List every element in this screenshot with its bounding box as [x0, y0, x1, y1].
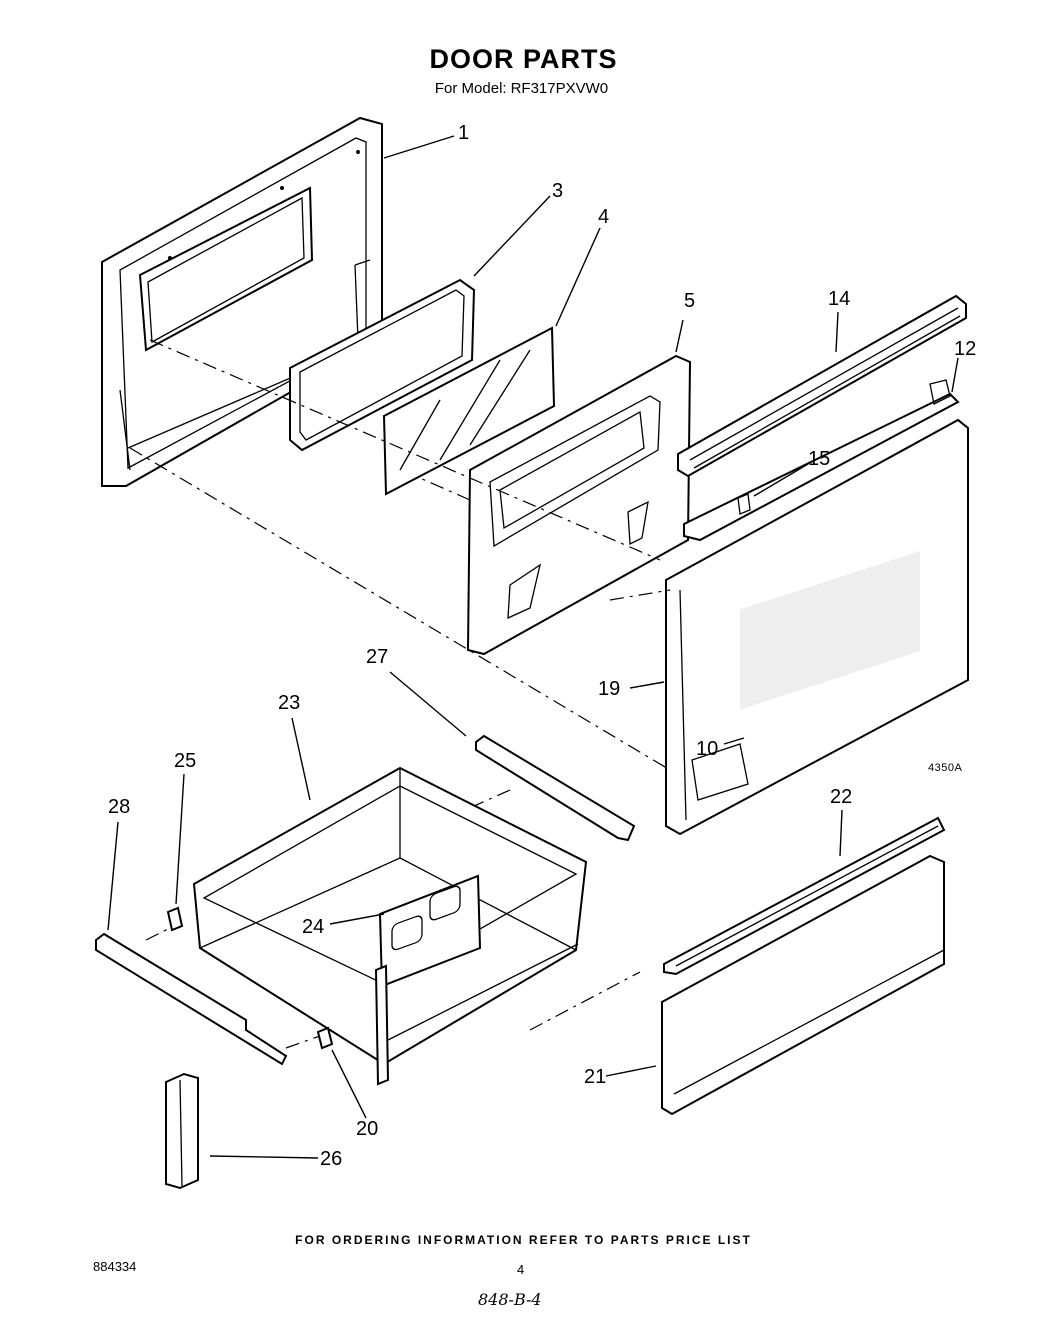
part-26-end-cap — [165, 1072, 199, 1190]
document-number: 884334 — [93, 1259, 137, 1274]
callout-1: 1 — [458, 122, 470, 144]
clips — [166, 906, 334, 1050]
handwritten-note: 848-B-4 — [478, 1290, 542, 1309]
model-number: RF317PXVW0 — [510, 80, 609, 97]
part-21-drawer-front — [661, 854, 945, 1116]
callout-15: 15 — [808, 448, 831, 470]
callout-12: 12 — [954, 338, 977, 360]
callout-23: 23 — [278, 692, 301, 714]
part-1-outer-door-frame — [101, 116, 383, 487]
part-23-drawer-box — [192, 766, 588, 1086]
callout-24: 24 — [302, 916, 325, 938]
callout-5: 5 — [684, 290, 696, 312]
callout-10: 10 — [696, 738, 719, 760]
callout-21: 21 — [584, 1066, 607, 1088]
callout-19: 19 — [598, 678, 621, 700]
callout-3: 3 — [552, 180, 564, 202]
model-label: For Model: — [434, 80, 507, 97]
page-number: 4 — [517, 1262, 525, 1277]
part-22-drawer-trim — [663, 816, 946, 976]
callout-28: 28 — [108, 796, 131, 818]
model-subtitle: For Model:RF317PXVW0 — [0, 80, 1047, 97]
callout-14: 14 — [828, 288, 851, 310]
part-14-trim-strip — [677, 294, 967, 478]
callout-20: 20 — [356, 1118, 379, 1140]
callout-22: 22 — [830, 786, 853, 808]
callout-26: 26 — [320, 1148, 343, 1170]
part-19-outer-door-panel — [665, 418, 969, 836]
part-12-15-bracket — [683, 379, 960, 542]
part-3-door-gasket — [289, 278, 476, 452]
leader-lines — [107, 135, 959, 1159]
diagram-code: 4350A — [928, 762, 963, 774]
callout-4: 4 — [598, 206, 610, 228]
part-28-slide-rail — [95, 932, 288, 1066]
part-5-inner-door-panel — [466, 354, 692, 656]
ordering-note: FOR ORDERING INFORMATION REFER TO PARTS … — [295, 1233, 752, 1247]
callout-27: 27 — [366, 646, 389, 668]
part-27-rail — [475, 734, 636, 842]
page-title: DOOR PARTS — [429, 44, 618, 74]
callout-25: 25 — [174, 750, 197, 772]
part-4-window-glass — [382, 326, 556, 496]
